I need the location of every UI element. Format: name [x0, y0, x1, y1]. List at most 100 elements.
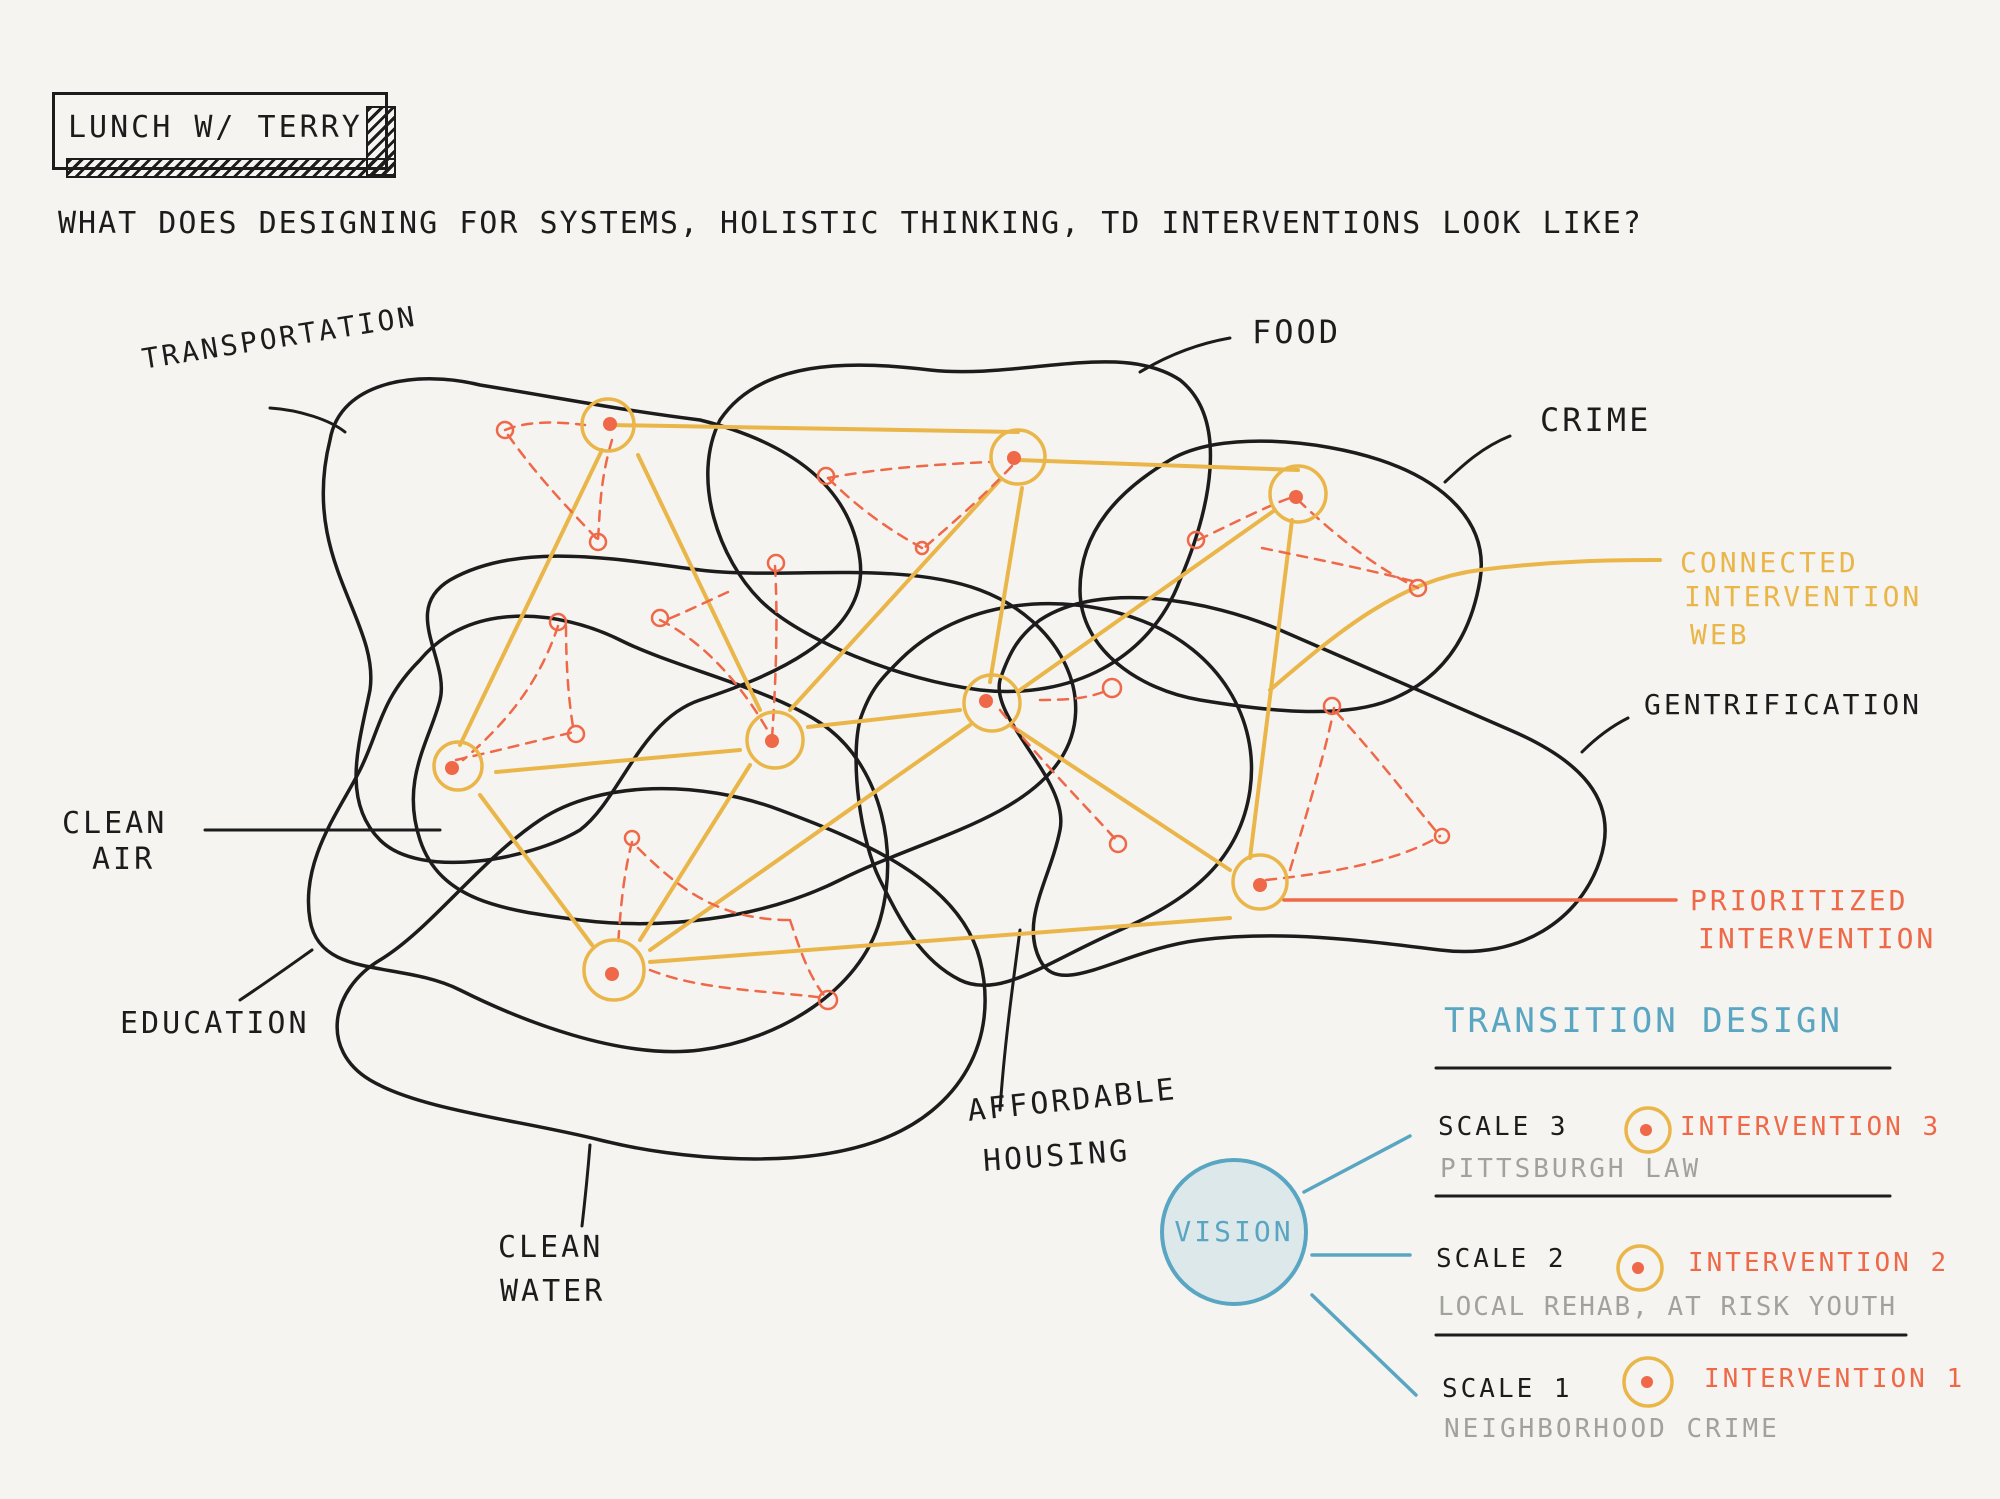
sub-node — [1186, 530, 1206, 550]
guiding-question: WHAT DOES DESIGNING FOR SYSTEMS, HOLISTI… — [58, 206, 1643, 241]
sub-node — [1433, 827, 1451, 845]
web-link — [1018, 508, 1277, 692]
web-link — [1008, 723, 1232, 872]
intervention-node — [582, 938, 646, 1002]
sub-link — [770, 564, 778, 740]
leader-affordable-housing — [998, 928, 1022, 1112]
leader-education — [238, 948, 314, 1002]
sub-link — [503, 421, 587, 432]
intervention-3-icon — [1624, 1106, 1672, 1154]
intervention-1-label: INTERVENTION 1 — [1704, 1364, 1966, 1394]
branch-scale-3 — [1302, 1134, 1412, 1194]
web-link — [636, 453, 762, 712]
legend-prioritized-2: INTERVENTION — [1698, 922, 1937, 955]
sub-node — [588, 532, 608, 552]
scale-1-context: NEIGHBORHOOD CRIME — [1444, 1414, 1780, 1444]
scale-1-label: SCALE 1 — [1442, 1374, 1573, 1404]
sub-node — [548, 612, 568, 632]
vision-branches — [1302, 1134, 1418, 1397]
leader-clean-water — [580, 1143, 592, 1228]
label-crime: CRIME — [1540, 401, 1652, 439]
intervention-2-icon — [1616, 1244, 1664, 1292]
sub-link — [1288, 706, 1336, 872]
label-clean-water-2: WATER — [500, 1274, 606, 1309]
sub-link — [616, 840, 634, 947]
sub-link — [998, 708, 1120, 844]
vision-label: VISION — [1174, 1215, 1294, 1249]
label-education: EDUCATION — [120, 1006, 310, 1041]
intervention-3-label: INTERVENTION 3 — [1680, 1112, 1942, 1142]
scale-3-label: SCALE 3 — [1438, 1112, 1569, 1142]
intervention-node — [1231, 853, 1289, 911]
sub-link — [1296, 498, 1420, 590]
blob-gentrification — [997, 595, 1607, 978]
sub-link — [1260, 546, 1418, 584]
scale-2-context: LOCAL REHAB, AT RISK YOUTH — [1438, 1292, 1897, 1322]
label-food: FOOD — [1252, 313, 1342, 351]
sub-node — [914, 540, 930, 556]
sub-link — [454, 730, 576, 762]
web-link — [638, 763, 752, 942]
intervention-node — [989, 428, 1047, 486]
sub-link — [826, 476, 924, 550]
blob-crime — [1078, 439, 1483, 714]
sub-node — [816, 466, 836, 486]
sub-link — [658, 618, 774, 740]
web-link — [648, 916, 1232, 964]
label-clean-air-1: CLEAN — [62, 806, 168, 841]
sub-node — [623, 829, 641, 847]
label-clean-air-2: AIR — [92, 842, 156, 877]
blob-affordable-housing — [854, 601, 1254, 988]
blob-clean-air — [411, 554, 1078, 926]
blob-food — [706, 360, 1213, 694]
sub-node — [1322, 696, 1342, 716]
intervention-node — [1268, 464, 1328, 524]
sub-link — [664, 590, 730, 622]
legend-prioritized-1: PRIORITIZED — [1690, 884, 1909, 917]
intervention-2-label: INTERVENTION 2 — [1688, 1248, 1950, 1278]
leader-crime — [1443, 434, 1512, 484]
sub-node — [1101, 677, 1123, 699]
sub-node — [495, 420, 515, 440]
title-box — [52, 92, 388, 170]
label-clean-water-1: CLEAN — [498, 1230, 604, 1265]
sub-link — [564, 624, 576, 734]
sub-link — [648, 968, 828, 1000]
scale-3-context: PITTSBURGH LAW — [1440, 1154, 1702, 1184]
transition-rules — [1434, 1066, 1908, 1337]
page-title: LUNCH W/ TERRY — [68, 110, 363, 145]
intervention-web — [458, 423, 1662, 964]
web-callout-line — [1268, 558, 1662, 692]
sub-link — [788, 918, 830, 1002]
web-link — [608, 423, 1020, 434]
sub-link — [461, 624, 560, 762]
web-link — [806, 708, 962, 729]
sub-node — [766, 553, 786, 573]
sub-link — [1334, 710, 1442, 838]
web-link — [478, 793, 594, 947]
sub-node — [1408, 578, 1428, 598]
web-link — [988, 486, 1024, 684]
web-link — [458, 448, 604, 747]
branch-scale-1 — [1310, 1293, 1418, 1397]
intervention-1-icon — [1622, 1356, 1674, 1408]
sub-link — [1196, 496, 1292, 542]
legend-connected-web-1: CONNECTED — [1680, 546, 1859, 579]
title-box-shadow-right — [366, 106, 396, 176]
leader-transportation — [268, 406, 347, 434]
legend-connected-web-2: INTERVENTION — [1684, 580, 1923, 613]
sub-link — [826, 460, 992, 480]
leader-food — [1138, 336, 1232, 374]
sub-nodes — [495, 420, 1451, 1011]
intervention-nodes — [432, 397, 1328, 1002]
sub-link — [596, 438, 614, 542]
vision-circle: VISION — [1160, 1158, 1308, 1306]
scale-intervention-icons — [1616, 1106, 1674, 1408]
label-gentrification: GENTRIFICATION — [1644, 688, 1923, 721]
web-link — [648, 723, 972, 952]
sub-link — [506, 433, 600, 542]
intervention-node — [745, 710, 805, 770]
web-link — [494, 748, 742, 774]
blob-clean-water — [335, 786, 987, 1161]
web-link — [1016, 458, 1300, 472]
